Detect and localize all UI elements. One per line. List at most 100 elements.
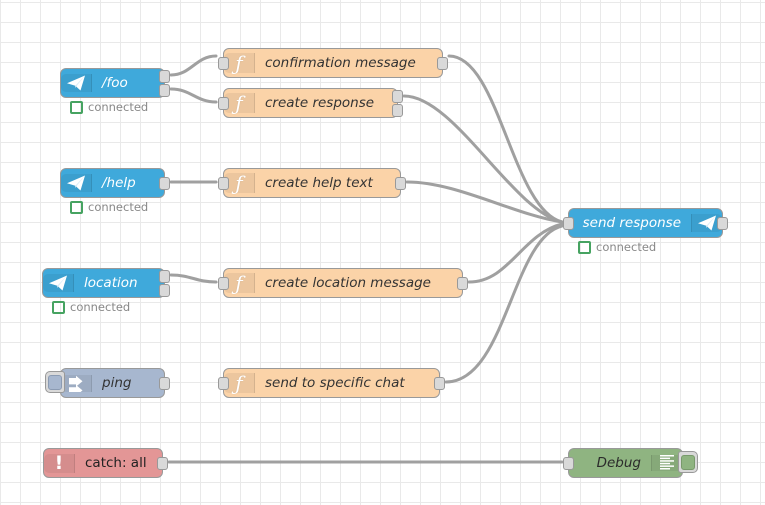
input-port[interactable] [563, 217, 574, 230]
node-create-location-message[interactable]: ƒ create location message [218, 268, 468, 298]
node-body: /foo [61, 69, 164, 97]
telegram-icon-container [691, 214, 722, 232]
status-label: connected [596, 240, 657, 254]
telegram-icon [67, 75, 85, 91]
exclamation-icon: ! [54, 451, 64, 474]
node-status-send-response: connected [578, 240, 656, 254]
node-label: create response [265, 95, 375, 111]
wire-create-response-to-send-response[interactable] [402, 94, 564, 224]
node-body: /help [61, 169, 164, 197]
node-create-help-text[interactable]: ƒ create help text [218, 168, 406, 198]
telegram-icon-container [43, 274, 74, 292]
node-body: ping [61, 369, 164, 397]
node-body: ƒ confirmation message [224, 49, 442, 77]
node-help[interactable]: /help [60, 168, 170, 198]
function-icon-container: ƒ [224, 93, 255, 113]
node-label: create location message [265, 275, 431, 291]
wire-create-help-text-to-send-response[interactable] [405, 180, 564, 224]
function-icon: ƒ [235, 271, 243, 295]
status-indicator-icon [70, 200, 83, 214]
node-body: ƒ create help text [224, 169, 400, 197]
function-icon-container: ƒ [224, 273, 255, 293]
output-port-1[interactable] [157, 457, 168, 470]
node-location[interactable]: location [42, 268, 170, 298]
node-label: location [84, 275, 138, 291]
debug-lines-icon-container [651, 455, 682, 471]
node-confirmation-message[interactable]: ƒ confirmation message [218, 48, 448, 78]
node-send-response[interactable]: send response [563, 208, 728, 238]
node-label: Debug [596, 455, 641, 471]
wire-send-to-specific-chat-to-send-response[interactable] [444, 224, 564, 384]
debug-button-inner [681, 454, 695, 470]
node-catch-all[interactable]: ! catch: all [43, 448, 168, 478]
wire-create-location-message-to-send-response[interactable] [467, 222, 564, 284]
output-port-1[interactable] [717, 217, 728, 230]
node-label: /help [102, 175, 136, 191]
node-create-response[interactable]: ƒ create response [218, 88, 403, 118]
node-label: /foo [102, 75, 128, 91]
input-port[interactable] [218, 57, 229, 70]
node-body: ! catch: all [44, 449, 162, 477]
node-body: location [43, 269, 164, 297]
node-debug[interactable]: Debug [563, 448, 698, 478]
inject-button-inner [48, 374, 62, 390]
output-port-1[interactable] [159, 70, 170, 83]
status-label: connected [88, 200, 149, 214]
telegram-icon [698, 215, 716, 231]
telegram-icon [67, 175, 85, 191]
node-label: catch: all [85, 455, 147, 471]
input-port[interactable] [563, 457, 574, 470]
output-port-1[interactable] [159, 270, 170, 283]
wire-location-to-create-location-message[interactable] [169, 273, 218, 284]
function-icon: ƒ [235, 171, 243, 195]
node-foo[interactable]: /foo [60, 68, 170, 98]
debug-toggle-button[interactable] [678, 451, 698, 473]
function-icon: ƒ [235, 371, 243, 395]
node-ping[interactable]: ping [45, 368, 170, 398]
output-port-1[interactable] [159, 377, 170, 390]
node-status-foo: connected [70, 100, 148, 114]
telegram-icon-container [61, 174, 92, 192]
node-body: ƒ create location message [224, 269, 462, 297]
function-icon-container: ƒ [224, 173, 255, 193]
status-label: connected [70, 300, 131, 314]
output-port-1[interactable] [457, 277, 468, 290]
output-port-1[interactable] [392, 90, 403, 103]
wire-confirmation-message-to-send-response[interactable] [447, 54, 564, 224]
wire-foo-to-create-response[interactable] [169, 87, 218, 104]
input-port[interactable] [218, 97, 229, 110]
output-port-1[interactable] [437, 57, 448, 70]
inject-arrow-icon-container [61, 374, 92, 392]
node-label: confirmation message [265, 55, 416, 71]
output-port-2[interactable] [159, 84, 170, 97]
debug-lines-icon [660, 455, 674, 470]
inject-arrow-icon [69, 375, 83, 392]
function-icon: ƒ [235, 91, 243, 115]
status-indicator-icon [52, 300, 65, 314]
telegram-icon [49, 275, 67, 291]
node-status-location: connected [52, 300, 130, 314]
function-icon-container: ƒ [224, 53, 255, 73]
function-icon-container: ƒ [224, 373, 255, 393]
node-label: create help text [265, 175, 373, 191]
exclamation-icon-container: ! [44, 451, 75, 474]
wire-foo-to-confirmation-message[interactable] [169, 54, 218, 77]
output-port-1[interactable] [395, 177, 406, 190]
output-port-1[interactable] [434, 377, 445, 390]
status-indicator-icon [70, 100, 83, 114]
output-port-2[interactable] [159, 284, 170, 297]
status-label: connected [88, 100, 149, 114]
input-port[interactable] [218, 377, 229, 390]
node-status-help: connected [70, 200, 148, 214]
input-port[interactable] [218, 177, 229, 190]
output-port-2[interactable] [392, 104, 403, 117]
status-indicator-icon [578, 240, 591, 254]
input-port[interactable] [218, 277, 229, 290]
node-body: ƒ create response [224, 89, 397, 117]
function-icon: ƒ [235, 51, 243, 75]
inject-trigger-button[interactable] [45, 371, 65, 393]
output-port-1[interactable] [159, 177, 170, 190]
